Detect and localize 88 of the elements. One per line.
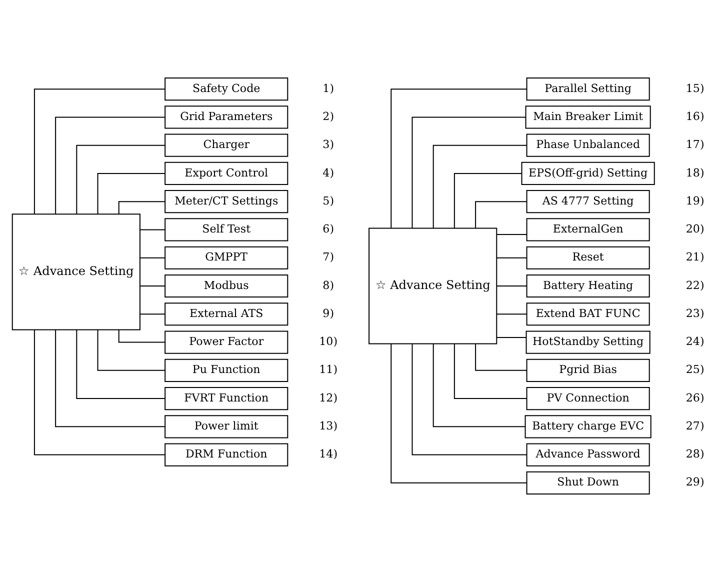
node-box: Reset: [526, 246, 650, 269]
node-box: DRM Function: [164, 442, 288, 466]
connector: [55, 116, 165, 214]
node-box: ExternalGen: [526, 218, 650, 241]
node-box: AS 4777 Setting: [526, 190, 650, 213]
connector: [475, 200, 527, 228]
connector: [140, 313, 165, 314]
node-label: 3): [322, 138, 334, 151]
connector: [454, 343, 527, 399]
connector: [97, 172, 166, 214]
node-box: Self Test: [164, 218, 288, 241]
node-label: 12): [319, 390, 338, 404]
connector: [140, 228, 165, 230]
node-label: 22): [686, 278, 704, 292]
connector: [34, 329, 165, 455]
connector: [97, 329, 166, 370]
node-box: Grid Parameters: [164, 105, 288, 128]
node-label: 9): [322, 306, 334, 320]
node-box: Export Control: [164, 161, 288, 185]
node-label: 4): [322, 166, 334, 179]
node-label: 17): [686, 138, 704, 151]
node-label: 23): [686, 306, 704, 320]
connector: [76, 144, 166, 214]
node-box: ☆ Advance Setting: [12, 213, 140, 330]
connector: [496, 285, 527, 286]
connector: [76, 330, 166, 399]
connector: [432, 344, 526, 427]
connector: [140, 256, 165, 258]
node-label: 6): [322, 222, 334, 236]
connector: [140, 285, 165, 286]
node-box: PV Connection: [526, 386, 650, 410]
node-box: Power Factor: [164, 330, 288, 354]
node-label: 19): [686, 194, 704, 207]
node-box: EPS(Off-grid) Setting: [521, 161, 655, 185]
node-box: Pgrid Bias: [526, 358, 650, 382]
node-label: 13): [319, 418, 338, 432]
node-box: Phase Unbalanced: [526, 133, 650, 156]
connector: [55, 329, 165, 427]
node-box: Shut Down: [526, 470, 650, 494]
connector: [118, 200, 166, 214]
node-box: Main Breaker Limit: [525, 105, 651, 128]
connector: [34, 88, 165, 214]
node-label: 8): [322, 278, 334, 292]
node-label: 29): [686, 475, 704, 488]
node-label: 21): [686, 250, 704, 264]
node-label: 10): [319, 334, 338, 348]
node-label: 2): [322, 110, 334, 123]
node-box: HotStandby Setting: [526, 330, 650, 354]
node-label: 27): [686, 418, 704, 432]
node-box: Battery Heating: [526, 274, 650, 298]
connector: [390, 88, 527, 228]
node-box: External ATS: [164, 302, 288, 326]
node-label: 5): [322, 194, 334, 207]
node-label: 7): [322, 250, 334, 264]
node-label: 25): [686, 362, 704, 376]
connector: [496, 336, 526, 338]
node-box: FVRT Function: [164, 386, 288, 410]
connector: [412, 344, 527, 455]
node-label: 16): [686, 110, 704, 123]
node-box: Advance Password: [526, 442, 650, 466]
node-box: ☆ Advance Setting: [368, 227, 498, 344]
node-box: GMPPT: [164, 246, 288, 269]
node-label: 18): [686, 166, 704, 179]
connector: [475, 344, 527, 370]
node-label: 20): [686, 222, 704, 236]
node-box: Pu Function: [164, 358, 288, 382]
connector: [496, 313, 527, 314]
node-label: 28): [686, 447, 704, 460]
node-box: Meter/CT Settings: [164, 190, 288, 213]
node-box: Charger: [164, 133, 288, 156]
node-box: Battery charge EVC: [524, 414, 652, 438]
node-box: Extend BAT FUNC: [526, 302, 650, 326]
connector: [412, 116, 526, 228]
node-label: 24): [686, 334, 704, 348]
connector: [432, 144, 526, 228]
node-box: Power limit: [164, 414, 288, 438]
node-box: Safety Code: [164, 77, 288, 100]
node-box: Modbus: [164, 274, 288, 298]
connector: [496, 256, 527, 258]
node-label: 11): [319, 362, 338, 376]
node-box: Parallel Setting: [526, 77, 650, 100]
connector: [118, 330, 166, 342]
connector: [390, 344, 527, 483]
node-label: 14): [319, 447, 338, 460]
node-label: 26): [686, 390, 704, 404]
node-label: 1): [322, 81, 334, 94]
connector: [454, 172, 522, 228]
node-label: 15): [686, 81, 704, 94]
